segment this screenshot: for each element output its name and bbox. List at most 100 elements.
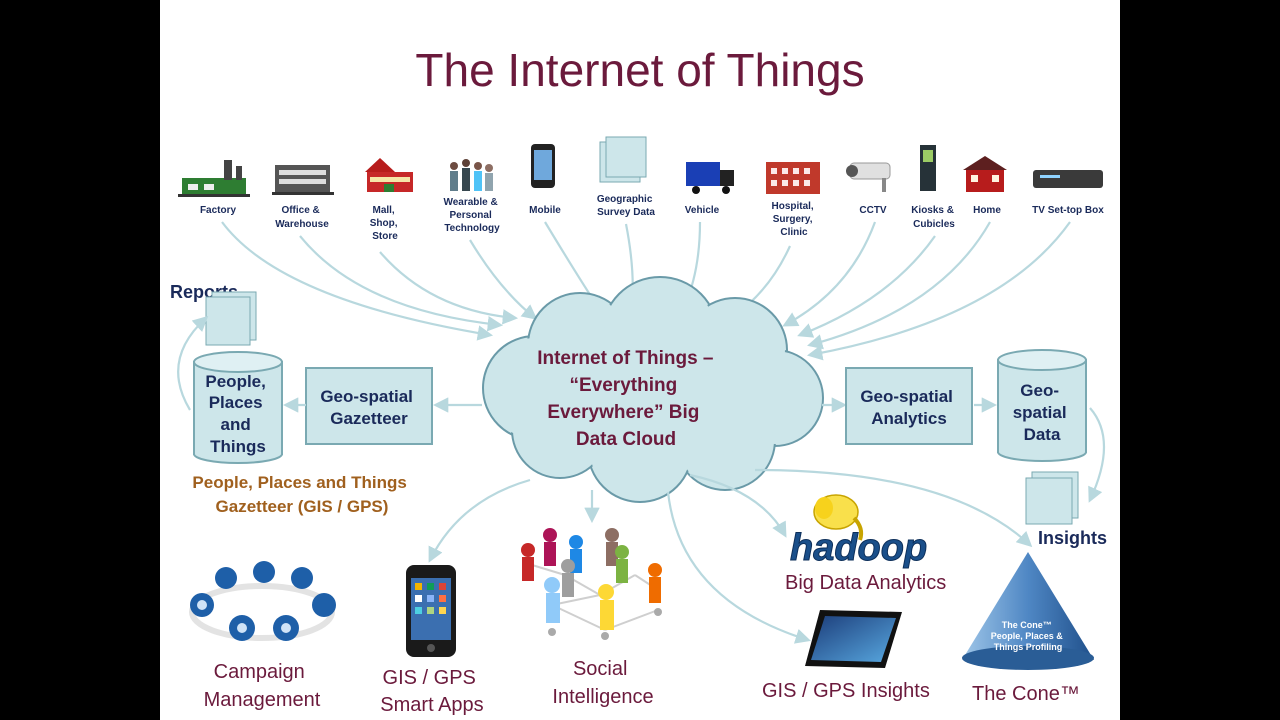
gazetteer-caption-line-2: Gazetteer (GIS / GPS) [216, 497, 389, 516]
gis-gps-insights-label: GIS / GPS Insights [762, 680, 930, 702]
analytics-line-1: Geo-spatial [860, 387, 953, 406]
big-data-analytics-label: Big Data Analytics [785, 572, 946, 594]
geo-data-line-1: Geo- [1020, 381, 1059, 400]
people-places-things-cylinder: People, Places and Things [193, 351, 283, 464]
social-label-line-1: Social [573, 658, 627, 680]
svg-text:Home: Home [973, 205, 1001, 216]
source-label-home: Home [973, 205, 1001, 216]
insights-label: Insights [1038, 528, 1107, 548]
source-label-mall-3: Store [372, 231, 398, 242]
hadoop-elephant-icon [813, 494, 864, 541]
source-label-mall-2: Shop, [370, 218, 398, 229]
svg-text:Internet of Things – “Ev: Internet of Things – “Everything Everywh… [537, 348, 719, 450]
source-label-hospital: Hospital, [771, 201, 813, 212]
geo-data-line-3: Data [1024, 425, 1061, 444]
data-to-insights-arrow [1088, 407, 1105, 503]
source-label-settop: TV Set-top Box [1032, 205, 1104, 216]
slide: The Internet of Things [160, 0, 1120, 720]
svg-text:Mobile: Mobile [529, 205, 561, 216]
svg-text:Vehicle: Vehicle [685, 205, 720, 216]
source-label-vehicle: Vehicle [685, 205, 720, 216]
big-data-cloud: Internet of Things – “Everything Everywh… [482, 276, 824, 503]
gazetteer-caption-line-1: People, Places and Things [192, 473, 406, 492]
svg-text:People, Places and: People, Places and Things [205, 372, 270, 456]
insights-document-icon [1025, 471, 1079, 525]
mall-icon [365, 158, 413, 192]
iot-diagram: The Internet of Things [170, 44, 1107, 716]
smartphone-icon [406, 565, 456, 657]
svg-text:GIS / GPS Smart Apps: GIS / GPS Smart Apps [380, 667, 483, 716]
source-label-mobile: Mobile [529, 205, 561, 216]
source-label-kiosks: Kiosks & [911, 205, 954, 216]
svg-text:CCTV: CCTV [859, 205, 887, 216]
hadoop-logo: hadoop [790, 527, 927, 569]
campaign-label-line-2: Management [204, 689, 321, 711]
reports-arrow [177, 315, 209, 411]
svg-text:Wearable & Personal: Wearable & Personal Technology [443, 197, 500, 234]
cloud-text-line-3: Everywhere” Big [547, 402, 699, 423]
svg-text:Office & Warehouse: Office & Warehouse [275, 205, 329, 230]
ppt-cylinder-line-4: Things [210, 437, 266, 456]
geo-spatial-gazetteer-box: Geo-spatial Gazetteer [305, 367, 433, 445]
source-label-hospital-2: Surgery, [773, 214, 813, 225]
geo-spatial-data-cylinder: Geo- spatial Data [997, 349, 1087, 462]
gazetteer-line-2: Gazetteer [330, 409, 408, 428]
gazetteer-line-1: Geo-spatial [320, 387, 413, 406]
ppt-cylinder-line-2: Places [209, 393, 263, 412]
source-labels: Factory Office & Warehouse Mall, Shop, S… [200, 194, 1104, 242]
settop-box-icon [1033, 170, 1103, 188]
source-label-kiosks-2: Cubicles [913, 219, 955, 230]
office-icon [272, 165, 334, 195]
the-cone-label: The Cone™ [972, 683, 1080, 705]
source-label-wearable: Wearable & [443, 197, 497, 208]
svg-text:Geographic Survey Data: Geographic Survey Data [597, 194, 656, 218]
source-label-wearable-2: Personal [449, 210, 491, 221]
geo-spatial-analytics-box: Geo-spatial Analytics [845, 367, 973, 445]
geo-data-line-2: spatial [1013, 403, 1067, 422]
tablet-icon [805, 610, 902, 668]
truck-icon [686, 162, 734, 194]
svg-text:Campaign Management: Campaign Management [204, 661, 321, 711]
gis-apps-line-2: Smart Apps [380, 694, 483, 716]
analytics-line-2: Analytics [871, 409, 947, 428]
home-icon [963, 156, 1007, 192]
source-arrows [221, 221, 1071, 361]
svg-text:Mall, Shop, Store: Mall, Shop, Store [370, 205, 401, 242]
ppt-cylinder-line-3: and [221, 415, 251, 434]
ppt-cylinder-line-1: People, [205, 372, 265, 391]
source-label-mall: Mall, [372, 205, 394, 216]
cloud-text-line-4: Data Cloud [576, 429, 676, 450]
source-label-hospital-3: Clinic [780, 227, 808, 238]
svg-text:Kiosks & Cubicles: Kiosks & Cubicles [911, 205, 957, 230]
svg-text:Geo- spatial Data: Geo- spatial Data [1013, 381, 1072, 444]
reports-document-icon [205, 291, 257, 346]
cloud-text-line-1: Internet of Things – [537, 348, 713, 369]
source-label-cctv: CCTV [859, 205, 887, 216]
social-network-icon [521, 528, 662, 640]
kiosk-icon [920, 145, 936, 191]
cone-inner-line-3: Things Profiling [994, 642, 1063, 652]
svg-text:Geo-spatial Gazetteer: Geo-spatial Gazetteer [320, 387, 417, 428]
svg-text:Hospital, Surgery,: Hospital, Surgery, Clinic [771, 201, 816, 238]
mobile-icon [531, 144, 555, 188]
source-label-survey: Geographic [597, 194, 653, 205]
gis-apps-line-1: GIS / GPS [383, 667, 476, 689]
hospital-icon [766, 162, 820, 194]
cloud-text-line-2: “Everything [570, 375, 678, 396]
source-label-factory: Factory [200, 205, 237, 216]
source-label-office: Office & [281, 205, 319, 216]
svg-text:Social Intelligence: Social Intelligence [552, 658, 653, 708]
source-label-office-2: Warehouse [275, 219, 329, 230]
cone-inner-line-2: People, Places & [991, 631, 1064, 641]
factory-icon [178, 160, 250, 197]
svg-text:People, Places and Things: People, Places and Things Gazetteer (GIS… [192, 473, 411, 516]
page-title: The Internet of Things [415, 44, 864, 96]
svg-text:The Cone™ People, Places: The Cone™ People, Places & Things Profil… [991, 620, 1066, 652]
source-label-wearable-3: Technology [444, 223, 500, 234]
source-label-survey-2: Survey Data [597, 207, 655, 218]
cctv-icon [846, 162, 891, 192]
campaign-label-line-1: Campaign [214, 661, 305, 683]
survey-icon [599, 136, 647, 183]
output-arrows [428, 468, 1033, 644]
svg-text:Factory: Factory [200, 205, 237, 216]
